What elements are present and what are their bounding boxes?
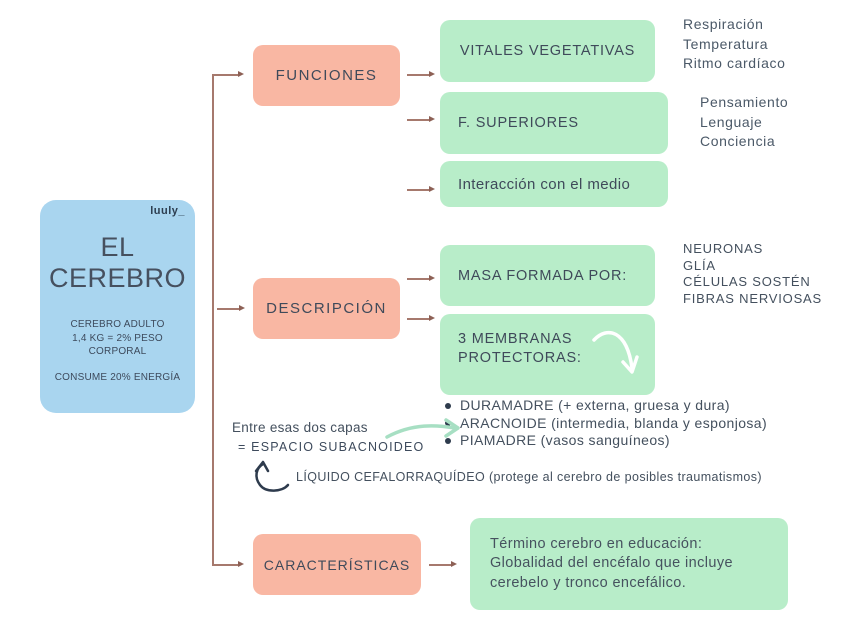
termino-line-3: cerebelo y tronco encefálico. <box>490 574 687 591</box>
termino-line-2: Globalidad del encéfalo que incluye <box>490 555 733 572</box>
connector-membranas <box>407 318 429 320</box>
arrowhead-funciones <box>238 71 244 77</box>
arrowhead-descripcion <box>239 305 245 311</box>
watermark-logo: luuly_ <box>150 205 185 217</box>
leaf-interaccion-medio: Interacción con el medio <box>440 161 668 207</box>
curved-down-arrow-icon <box>592 330 639 374</box>
page-title: EL CEREBRO <box>49 232 186 294</box>
title-line-2: CEREBRO <box>48 263 187 293</box>
arrowhead-masa <box>429 275 435 281</box>
termino-text: Término cerebro en educación: Globalidad… <box>490 535 733 594</box>
connector-superiores <box>407 119 429 121</box>
note-espacio-subacnoideo: = ESPACIO SUBACNOIDEO <box>238 440 425 454</box>
list-item: Respiración <box>683 16 764 32</box>
connector-termino <box>429 564 451 566</box>
arrowhead-superiores <box>429 116 435 122</box>
leaf-vitales-vegetativas: VITALES VEGETATIVAS <box>440 20 655 82</box>
branch-caracteristicas: CARACTERÍSTICAS <box>253 534 421 595</box>
list-superiores-details: Pensamiento Lenguaje Conciencia <box>700 93 788 152</box>
connector-interaccion <box>407 189 429 191</box>
list-item: FIBRAS NERVIOSAS <box>683 290 822 306</box>
termino-line-1: Término cerebro en educación: <box>490 535 703 552</box>
arrowhead-caracteristicas <box>238 561 244 567</box>
list-membranas-bullets: DURAMADRE (+ externa, gruesa y dura) ARA… <box>445 397 767 450</box>
list-item: Lenguaje <box>700 113 763 130</box>
center-info-weight: CEREBRO ADULTO 1,4 KG = 2% PESO CORPORAL <box>70 318 164 359</box>
info-line-2: 1,4 KG = 2% PESO <box>72 332 163 344</box>
membranas-label-line-1: 3 MEMBRANAS <box>458 331 573 347</box>
info-line-1: CEREBRO ADULTO <box>70 319 165 330</box>
branch-descripcion: DESCRIPCIÓN <box>253 278 400 339</box>
list-vitales-details: Respiración Temperatura Ritmo cardíaco <box>683 15 786 74</box>
arrowhead-membranas <box>429 315 435 321</box>
leaf-f-superiores: F. SUPERIORES <box>440 92 668 154</box>
connector-vitales <box>407 74 429 76</box>
list-item: Pensamiento <box>700 94 789 110</box>
connector-masa <box>407 278 429 280</box>
leaf-termino-cerebro: Término cerebro en educación: Globalidad… <box>470 518 788 610</box>
list-item: GLÍA <box>683 257 716 273</box>
connector-funciones <box>212 74 238 76</box>
center-info-energy: CONSUME 20% ENERGÍA <box>54 371 181 383</box>
branch-funciones: FUNCIONES <box>253 45 400 106</box>
list-item: Temperatura <box>683 35 769 52</box>
bullet-text: ARACNOIDE (intermedia, blanda y esponjos… <box>460 414 768 431</box>
note-entre-capas: Entre esas dos capas <box>232 420 368 435</box>
bullet-text: DURAMADRE (+ externa, gruesa y dura) <box>460 397 730 413</box>
membranas-label: 3 MEMBRANAS PROTECTORAS: <box>458 330 582 368</box>
membranas-label-line-2: PROTECTORAS: <box>458 350 582 366</box>
connector-descripcion <box>217 308 239 310</box>
list-item: CÉLULAS SOSTÉN <box>683 274 811 289</box>
arrowhead-termino <box>451 561 457 567</box>
trunk-line <box>212 75 214 565</box>
bullet-item: PIAMADRE (vasos sanguíneos) <box>445 432 767 450</box>
title-line-1: EL <box>100 232 135 262</box>
list-masa-details: NEURONAS GLÍA CÉLULAS SOSTÉN FIBRAS NERV… <box>683 241 822 307</box>
list-item: Conciencia <box>700 133 776 149</box>
leaf-membranas-protectoras: 3 MEMBRANAS PROTECTORAS: <box>440 314 655 395</box>
info-line-3: CORPORAL <box>88 346 147 357</box>
green-right-arrow-icon <box>385 418 460 439</box>
connector-caracteristicas <box>212 564 238 566</box>
list-item: Ritmo cardíaco <box>683 55 786 71</box>
arrowhead-vitales <box>429 71 435 77</box>
curved-loop-arrow-icon <box>254 460 290 492</box>
central-node-el-cerebro: luuly_ EL CEREBRO CEREBRO ADULTO 1,4 KG … <box>40 200 195 413</box>
arrowhead-interaccion <box>429 186 435 192</box>
bullet-item: DURAMADRE (+ externa, gruesa y dura) <box>445 397 767 415</box>
bullet-item: ARACNOIDE (intermedia, blanda y esponjos… <box>445 415 767 433</box>
leaf-masa-formada-por: MASA FORMADA POR: <box>440 245 655 306</box>
note-liquido-cefalorraquideo: LÍQUIDO CEFALORRAQUÍDEO (protege al cere… <box>296 470 762 484</box>
list-item: NEURONAS <box>683 241 764 256</box>
bullet-text: PIAMADRE (vasos sanguíneos) <box>460 432 670 448</box>
